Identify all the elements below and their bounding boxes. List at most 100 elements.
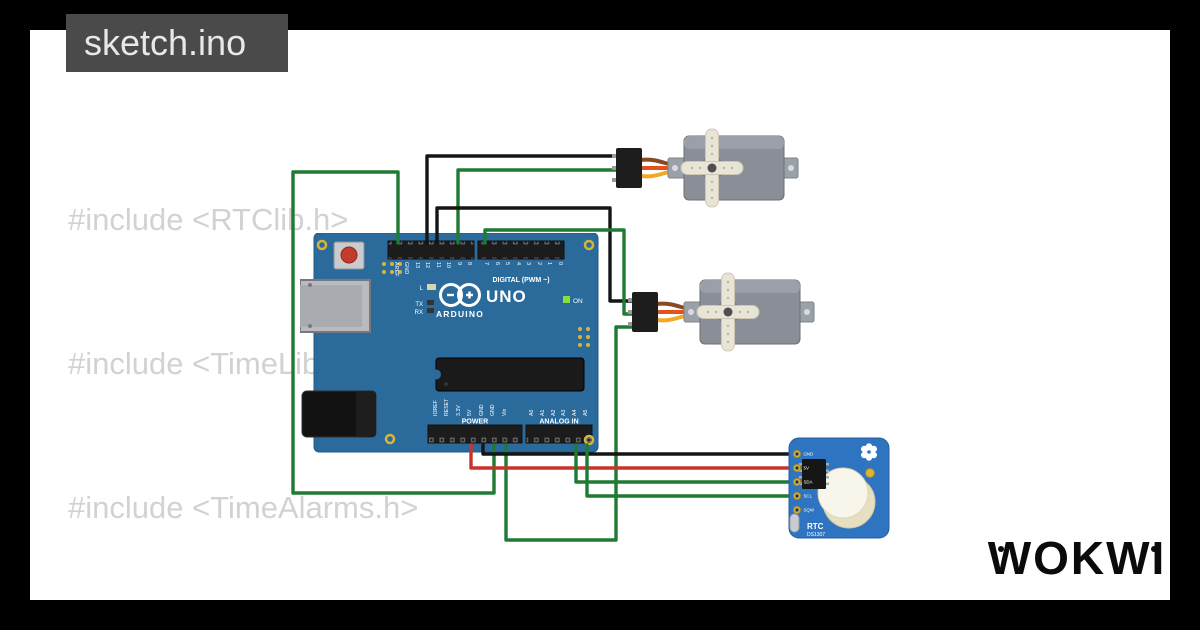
svg-text:1: 1	[546, 262, 552, 265]
wire-gnd-loop[interactable]	[291, 170, 496, 495]
icsp-header-usb	[382, 262, 402, 274]
wiring-layer	[291, 154, 804, 542]
servo-mount-hole	[672, 165, 678, 171]
rtc-label: RTC	[807, 522, 824, 531]
svg-text:2: 2	[536, 262, 542, 265]
arduino-infinity-logo-icon	[439, 283, 481, 307]
wire-rtc-sda[interactable]	[574, 443, 804, 484]
rtc-chip	[799, 459, 829, 489]
rtc-crystal	[789, 513, 800, 533]
analog-section-label: ANALOG IN	[539, 419, 578, 426]
svg-text:A4: A4	[572, 410, 578, 416]
analog-pin-labels: A0 A1 A2 A3 A4 A5	[529, 410, 589, 416]
servo-mount-hole	[804, 309, 810, 315]
digital-header-left[interactable]	[387, 240, 475, 260]
flower-mount-hole-icon	[861, 443, 877, 461]
wire-servo1-signal[interactable]	[456, 168, 632, 245]
analog-header[interactable]	[525, 424, 593, 444]
atmega328-chip	[431, 357, 585, 392]
wire-rtc-scl[interactable]	[585, 443, 804, 498]
svg-text:0: 0	[557, 262, 563, 265]
board-pcb[interactable]	[313, 233, 599, 453]
digital-header-right[interactable]	[477, 240, 565, 260]
servo-horn-screw	[707, 163, 717, 173]
svg-text:GND: GND	[804, 452, 814, 457]
mounting-holes	[316, 239, 595, 446]
wire-rtc-gnd[interactable]	[481, 443, 804, 456]
svg-text:TX: TX	[415, 302, 423, 308]
svg-text:10: 10	[445, 262, 451, 268]
servo-horn-holes	[706, 280, 750, 344]
svg-text:6: 6	[494, 262, 500, 265]
wire-servo2-power[interactable]	[504, 325, 640, 542]
power-section-label: POWER	[462, 419, 488, 426]
wire-rtc-5v[interactable]	[469, 443, 804, 470]
digital-section-label: DIGITAL (PWM ~)	[492, 277, 549, 284]
svg-text:5V: 5V	[804, 466, 809, 471]
power-header[interactable]	[427, 424, 523, 444]
svg-text:A5: A5	[583, 410, 589, 416]
svg-text:13: 13	[414, 262, 420, 268]
rtc-pin-labels: GND 5V SDA SCL SQW	[804, 452, 815, 513]
svg-text:GND: GND	[479, 404, 485, 416]
svg-text:9: 9	[456, 262, 462, 265]
servo-body-top	[700, 280, 800, 293]
svg-text:11: 11	[435, 262, 441, 268]
svg-text:4: 4	[515, 262, 521, 265]
svg-text:8: 8	[466, 262, 472, 265]
battery-clip	[865, 468, 875, 478]
svg-text:A3: A3	[561, 410, 567, 416]
wire-servo1-gnd[interactable]	[425, 154, 632, 245]
servo-body-top	[684, 136, 784, 149]
file-tab-label: sketch.ino	[84, 22, 247, 63]
wokwi-logo: WOKWI	[988, 532, 1165, 584]
code-line: #include <RTClib.h>	[68, 202, 349, 237]
code-line: #include <TimeAlarms.h>	[68, 490, 419, 525]
digital-pin-labels: AREF GND 13 12 11 10 9 8 7 6 5 4 3 2 1 0	[393, 262, 563, 277]
svg-text:A2: A2	[551, 410, 557, 416]
svg-text:SCL: SCL	[804, 494, 813, 499]
servo-connector[interactable]	[612, 148, 642, 188]
rtc-module-ds1307[interactable]: GND 5V SDA SCL SQW RTC DS1307	[783, 436, 895, 544]
servo-connector[interactable]	[628, 292, 658, 332]
svg-text:IOREF: IOREF	[433, 400, 439, 416]
svg-text:A1: A1	[540, 410, 546, 416]
svg-text:A0: A0	[529, 410, 535, 416]
servo-mount-hole	[788, 165, 794, 171]
svg-text:3: 3	[525, 262, 531, 265]
power-jack	[301, 390, 377, 438]
status-leds: L TX RX	[415, 284, 436, 316]
file-tab[interactable]: sketch.ino	[66, 14, 288, 72]
svg-text:SQW: SQW	[804, 508, 815, 513]
svg-text:7: 7	[483, 262, 489, 265]
servo-motor-1[interactable]	[612, 128, 802, 208]
power-pin-labels: IOREF RESET 3.3V 5V GND GND Vin	[433, 398, 508, 416]
servo-motor-2[interactable]	[628, 272, 818, 352]
svg-text:AREF: AREF	[393, 262, 399, 277]
uno-label: UNO	[486, 287, 527, 306]
svg-text:5: 5	[504, 262, 510, 265]
wire-servo2-gnd[interactable]	[435, 206, 640, 303]
reset-button[interactable]	[333, 241, 365, 270]
svg-text:ON: ON	[573, 298, 583, 305]
servo-horn-screw	[723, 307, 733, 317]
rtc-pin-holes[interactable]	[792, 449, 802, 515]
svg-text:GND: GND	[403, 262, 409, 274]
diagram-canvas: #include <RTClib.h> #include <TimeLib.h>…	[30, 30, 1170, 600]
servo-mount-hole	[688, 309, 694, 315]
svg-text:3.3V: 3.3V	[456, 405, 462, 416]
svg-text:SDA: SDA	[804, 480, 813, 485]
arduino-uno-board[interactable]: AREF GND 13 12 11 10 9 8 7 6 5 4 3 2 1 0…	[300, 233, 600, 453]
arduino-label: ARDUINO	[436, 309, 484, 319]
svg-text:RESET: RESET	[444, 398, 450, 416]
svg-text:L: L	[420, 286, 424, 292]
icsp-header-main	[578, 327, 590, 347]
svg-text:5V: 5V	[467, 409, 473, 416]
svg-text:12: 12	[424, 262, 430, 268]
coin-cell-battery[interactable]	[817, 467, 869, 519]
svg-text:RX: RX	[415, 310, 423, 316]
svg-text:GND: GND	[490, 404, 496, 416]
rtc-sub-label: DS1307	[807, 532, 825, 538]
svg-text:Vin: Vin	[502, 408, 508, 416]
